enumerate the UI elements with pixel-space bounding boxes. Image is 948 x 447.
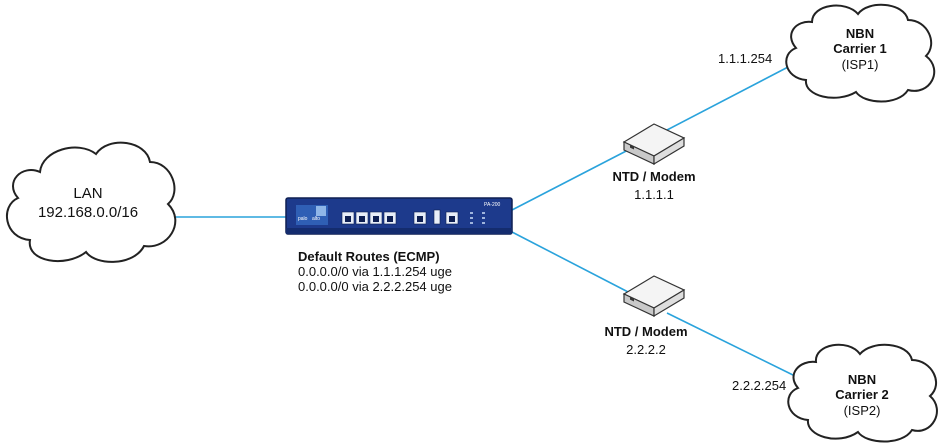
- carrier-1-line1: NBN: [845, 26, 875, 41]
- route-1: 0.0.0.0/0 via 1.1.1.254 uge: [298, 264, 452, 279]
- link-firewall-modem1: [511, 147, 633, 211]
- carrier-1-line3: (ISP1): [841, 57, 879, 72]
- modem-2-device: [622, 275, 686, 318]
- link-modem1-carrier1: [666, 65, 791, 131]
- carrier-1-gateway-ip: 1.1.1.254: [718, 51, 773, 66]
- carrier-2-cloud: [787, 343, 938, 443]
- carrier-1-cloud: [785, 3, 936, 103]
- links: [170, 65, 796, 377]
- modem-2-ip: 2.2.2.2: [626, 342, 666, 357]
- modem-2-label: NTD / Modem: [604, 324, 688, 339]
- firewall-brand-line2: alto: [312, 216, 320, 222]
- lan-subnet: 192.168.0.0/16: [37, 204, 139, 221]
- lan-cloud: [6, 141, 177, 263]
- link-firewall-modem2: [511, 231, 633, 295]
- firewall-model: PA-200: [484, 202, 501, 208]
- firewall-brand-line1: palo: [298, 216, 308, 222]
- carrier-2-line1: NBN: [847, 372, 877, 387]
- carrier-1-line2: Carrier 1: [833, 41, 887, 56]
- carrier-2-gateway-ip: 2.2.2.254: [732, 378, 787, 393]
- routes-heading: Default Routes (ECMP): [298, 249, 440, 264]
- firewall-status-leds: [470, 212, 485, 224]
- modem-1-ip: 1.1.1.1: [634, 187, 674, 202]
- modem-1-device: [622, 123, 686, 166]
- route-2: 0.0.0.0/0 via 2.2.2.254 uge: [298, 279, 452, 294]
- lan-title: LAN: [73, 185, 103, 202]
- link-modem2-carrier2: [666, 312, 796, 377]
- modem-1-label: NTD / Modem: [612, 169, 696, 184]
- firewall-device: palo alto PA-200: [285, 197, 513, 235]
- carrier-2-line3: (ISP2): [843, 403, 881, 418]
- carrier-2-line2: Carrier 2: [835, 387, 889, 402]
